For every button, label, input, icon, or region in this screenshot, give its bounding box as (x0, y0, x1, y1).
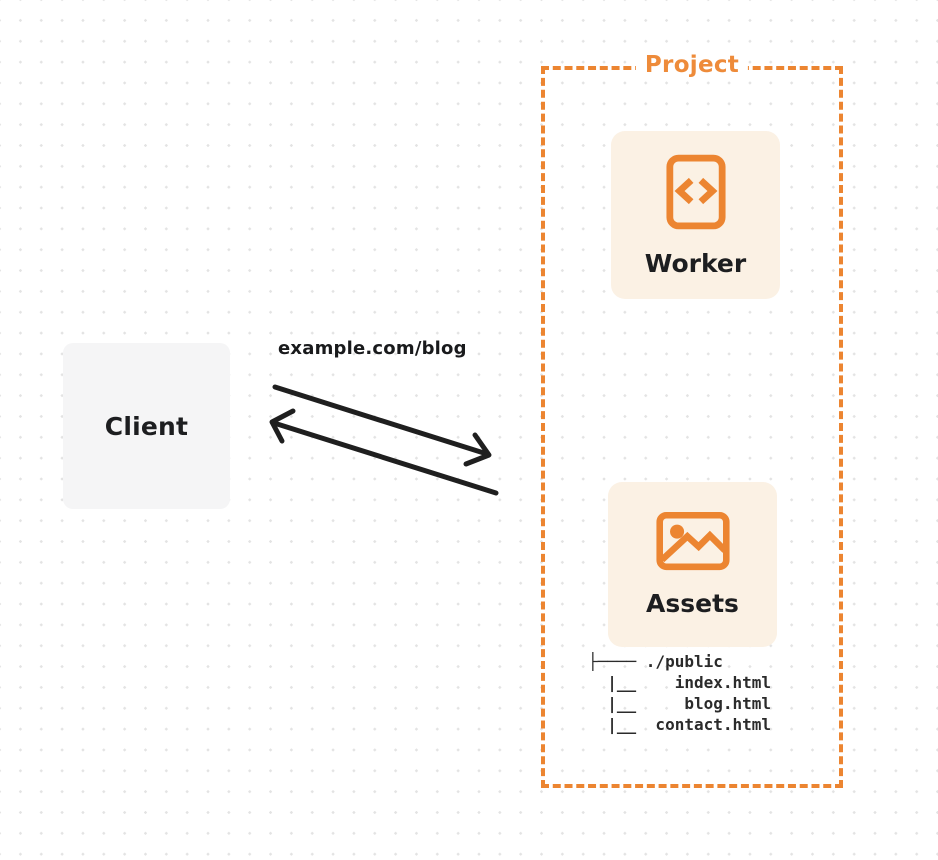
assets-node: Assets (608, 482, 777, 647)
image-icon (655, 511, 730, 571)
worker-label: Worker (644, 248, 747, 278)
client-label: Client (104, 411, 189, 441)
assets-file-tree: ├──── ./public |__ index.html |__ blog.h… (588, 652, 772, 734)
worker-node: Worker (611, 131, 780, 299)
assets-label: Assets (646, 589, 739, 618)
code-file-icon (665, 154, 726, 229)
response-arrow (269, 408, 499, 496)
request-url-label: example.com/blog (278, 338, 467, 359)
project-container: Project Worker Assets ├──── ./public |__… (541, 52, 843, 788)
client-node: Client (63, 343, 230, 509)
request-arrow (272, 384, 492, 467)
project-title: Project (635, 52, 749, 78)
